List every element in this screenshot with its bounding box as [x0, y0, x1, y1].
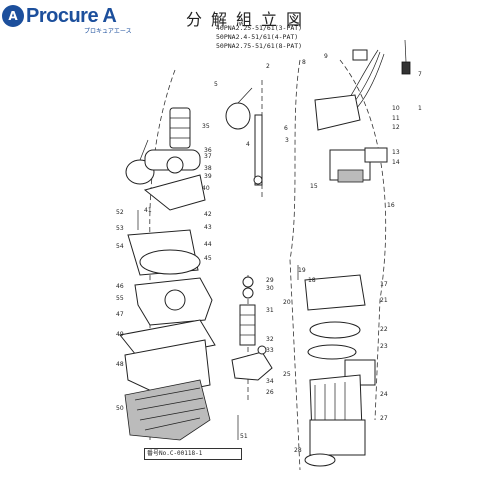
part-number-21: 21 [380, 297, 388, 304]
part-number-49: 49 [116, 331, 124, 338]
part-number-45: 45 [204, 255, 212, 262]
part-number-38: 38 [204, 165, 212, 172]
discharge-elbow [143, 174, 206, 211]
part-number-6: 6 [284, 125, 288, 132]
part-number-30: 30 [266, 285, 274, 292]
part-number-32: 32 [266, 336, 274, 343]
model-line-3: 50PNA2.75-51/61(8-PAT) [216, 42, 303, 50]
part-number-13: 13 [392, 149, 400, 156]
strainer-base [124, 379, 211, 441]
part-number-28: 28 [294, 447, 302, 454]
motor-frame-lower [309, 419, 366, 456]
part-number-53: 53 [116, 225, 124, 232]
part-number-44: 44 [204, 241, 212, 248]
part-number-55: 55 [116, 295, 124, 302]
procure-a-logo: A Procure A [2, 2, 117, 30]
part-number-27: 27 [380, 415, 388, 422]
part-number-29: 29 [266, 277, 274, 284]
part-number-8: 8 [302, 59, 306, 66]
part-number-31: 31 [266, 307, 274, 314]
part-number-10: 10 [392, 105, 400, 112]
float-switch-2 [225, 102, 251, 130]
flange-ring [166, 156, 184, 174]
shaft-impeller [231, 351, 273, 381]
part-number-25: 25 [283, 371, 291, 378]
part-number-43: 43 [204, 224, 212, 231]
bearing-top [242, 276, 254, 288]
motor-head-cover [314, 94, 361, 131]
cable-plug [401, 61, 411, 75]
part-number-20: 20 [283, 299, 291, 306]
part-number-23: 23 [380, 343, 388, 350]
bearing-housing [309, 321, 361, 339]
part-number-52: 52 [116, 209, 124, 216]
part-number-39: 39 [204, 173, 212, 180]
part-number-41: 41 [144, 207, 152, 214]
part-number-12: 12 [392, 124, 400, 131]
part-number-9: 9 [324, 53, 328, 60]
part-number-34: 34 [266, 378, 274, 385]
cable-clamp [352, 49, 368, 61]
part-number-3: 3 [285, 137, 289, 144]
part-number-48: 48 [116, 361, 124, 368]
part-number-40: 40 [202, 185, 210, 192]
logo-badge-icon: A [2, 5, 24, 27]
cable-lead [404, 39, 407, 63]
part-number-18: 18 [308, 277, 316, 284]
casing-port [164, 289, 186, 311]
center-line-cable [339, 59, 387, 421]
part-number-16: 16 [387, 202, 395, 209]
part-number-51: 51 [240, 433, 248, 440]
part-number-33: 33 [266, 347, 274, 354]
part-number-46: 46 [116, 283, 124, 290]
stud-washer [253, 175, 263, 185]
model-line-2: 50PNA2.4-51/61(4-PAT) [216, 33, 299, 41]
part-number-4: 4 [246, 141, 250, 148]
motor-o-ring [307, 344, 357, 360]
impeller-housing [119, 319, 216, 361]
part-number-54: 54 [116, 243, 124, 250]
part-number-7: 7 [418, 71, 422, 78]
casing-o-ring [139, 249, 201, 275]
float-cord-2 [237, 87, 253, 104]
part-number-26: 26 [266, 389, 274, 396]
part-number-22: 22 [380, 326, 388, 333]
drawing-number-box: 番号No.C-00118-1 [144, 448, 242, 460]
bearing-washer [242, 287, 254, 299]
float-cord [139, 139, 149, 161]
part-number-14: 14 [392, 159, 400, 166]
part-number-50: 50 [116, 405, 124, 412]
part-number-2: 2 [266, 63, 270, 70]
logo-tagline: プロキュアエース [84, 28, 132, 35]
part-number-24: 24 [380, 391, 388, 398]
shaft-nut [257, 345, 267, 355]
part-number-1: 1 [418, 105, 422, 112]
diagram-title: 分解組立図 [186, 10, 312, 29]
model-line-1: 40PNA2.25-51/61(3-PAT) [216, 24, 303, 32]
center-line-right [289, 59, 301, 471]
terminal-cover [364, 147, 388, 163]
part-number-47: 47 [116, 311, 124, 318]
part-number-42: 42 [204, 211, 212, 218]
part-number-17: 17 [380, 281, 388, 288]
part-number-15: 15 [310, 183, 318, 190]
part-number-35: 35 [202, 123, 210, 130]
part-number-11: 11 [392, 115, 400, 122]
bottom-cap [304, 453, 336, 467]
part-number-37: 37 [204, 153, 212, 160]
terminal-strip [337, 169, 364, 183]
part-number-36: 36 [204, 147, 212, 154]
part-number-5: 5 [214, 81, 218, 88]
logo-brand: Procure A [26, 4, 117, 27]
stud-rod [254, 114, 263, 186]
motor-frame-upper [304, 274, 366, 311]
part-number-19: 19 [298, 267, 306, 274]
